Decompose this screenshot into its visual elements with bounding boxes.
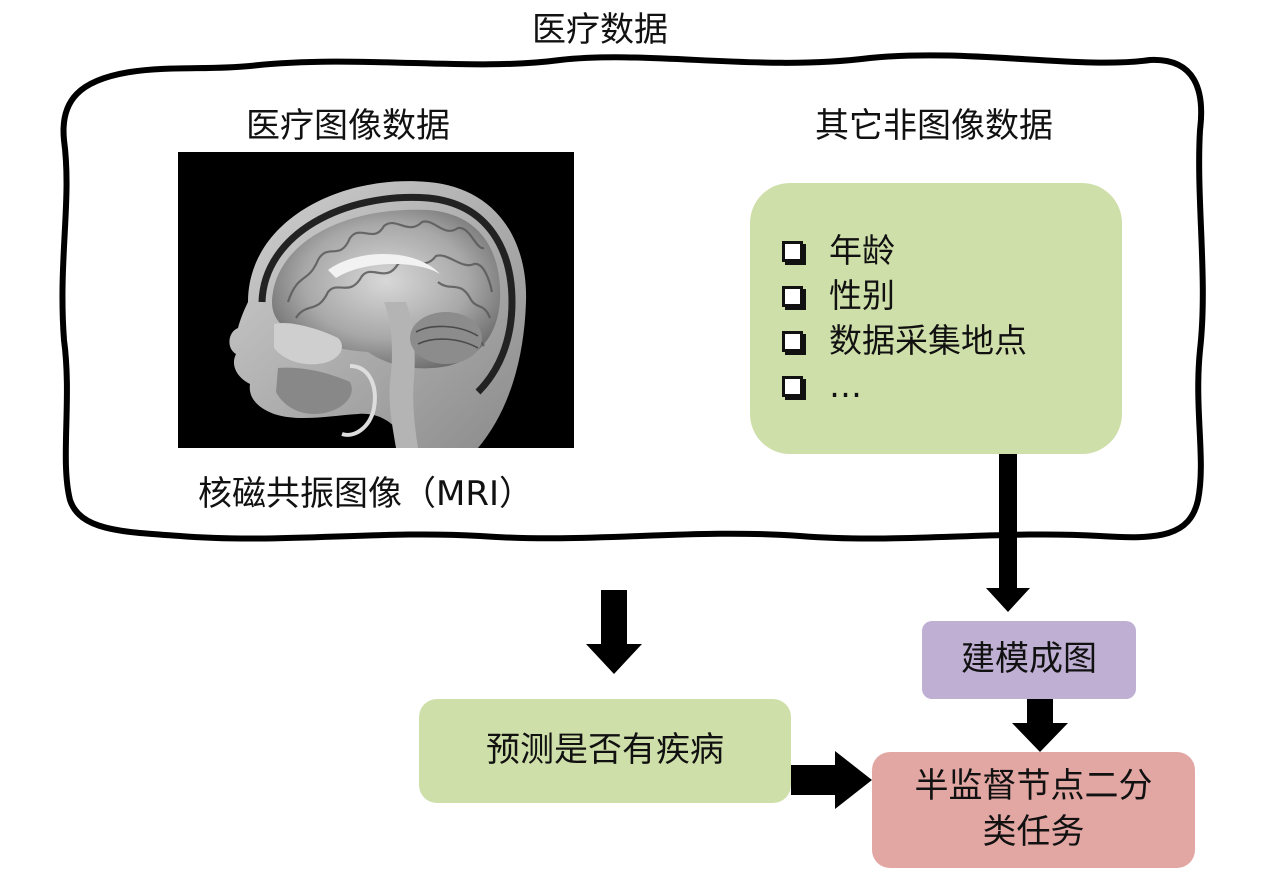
semi-supervised-task-node: 半监督节点二分 类任务 xyxy=(872,752,1195,868)
checkbox-icon xyxy=(782,376,803,397)
attribute-item: … xyxy=(782,364,1027,409)
attribute-label: 数据采集地点 xyxy=(829,321,1027,361)
mri-brain-image xyxy=(178,152,574,448)
attribute-label: 性别 xyxy=(829,276,895,316)
graph-build-label: 建模成图 xyxy=(961,639,1097,680)
attribute-label: 年龄 xyxy=(829,231,895,271)
checkbox-icon xyxy=(782,286,803,307)
mri-caption: 核磁共振图像（MRI） xyxy=(198,474,533,514)
checkbox-icon xyxy=(782,241,803,262)
disease-prediction-node: 预测是否有疾病 xyxy=(419,699,791,803)
graph-build-node: 建模成图 xyxy=(922,621,1136,699)
attribute-list: 年龄 性别 数据采集地点 … xyxy=(782,229,1027,409)
checkbox-icon xyxy=(782,331,803,352)
attribute-item: 年龄 xyxy=(782,229,1027,274)
diagram-title: 医疗数据 xyxy=(532,10,668,50)
task-label-line1: 半监督节点二分 xyxy=(914,766,1153,807)
image-section-heading: 医疗图像数据 xyxy=(246,106,450,146)
non-image-attributes-box: 年龄 性别 数据采集地点 … xyxy=(750,183,1122,454)
attribute-item: 性别 xyxy=(782,274,1027,319)
task-label-line2: 类任务 xyxy=(982,812,1085,852)
attribute-item: 数据采集地点 xyxy=(782,319,1027,364)
attribute-label: … xyxy=(829,366,862,406)
disease-prediction-label: 预测是否有疾病 xyxy=(486,730,724,771)
non-image-section-heading: 其它非图像数据 xyxy=(815,106,1053,146)
